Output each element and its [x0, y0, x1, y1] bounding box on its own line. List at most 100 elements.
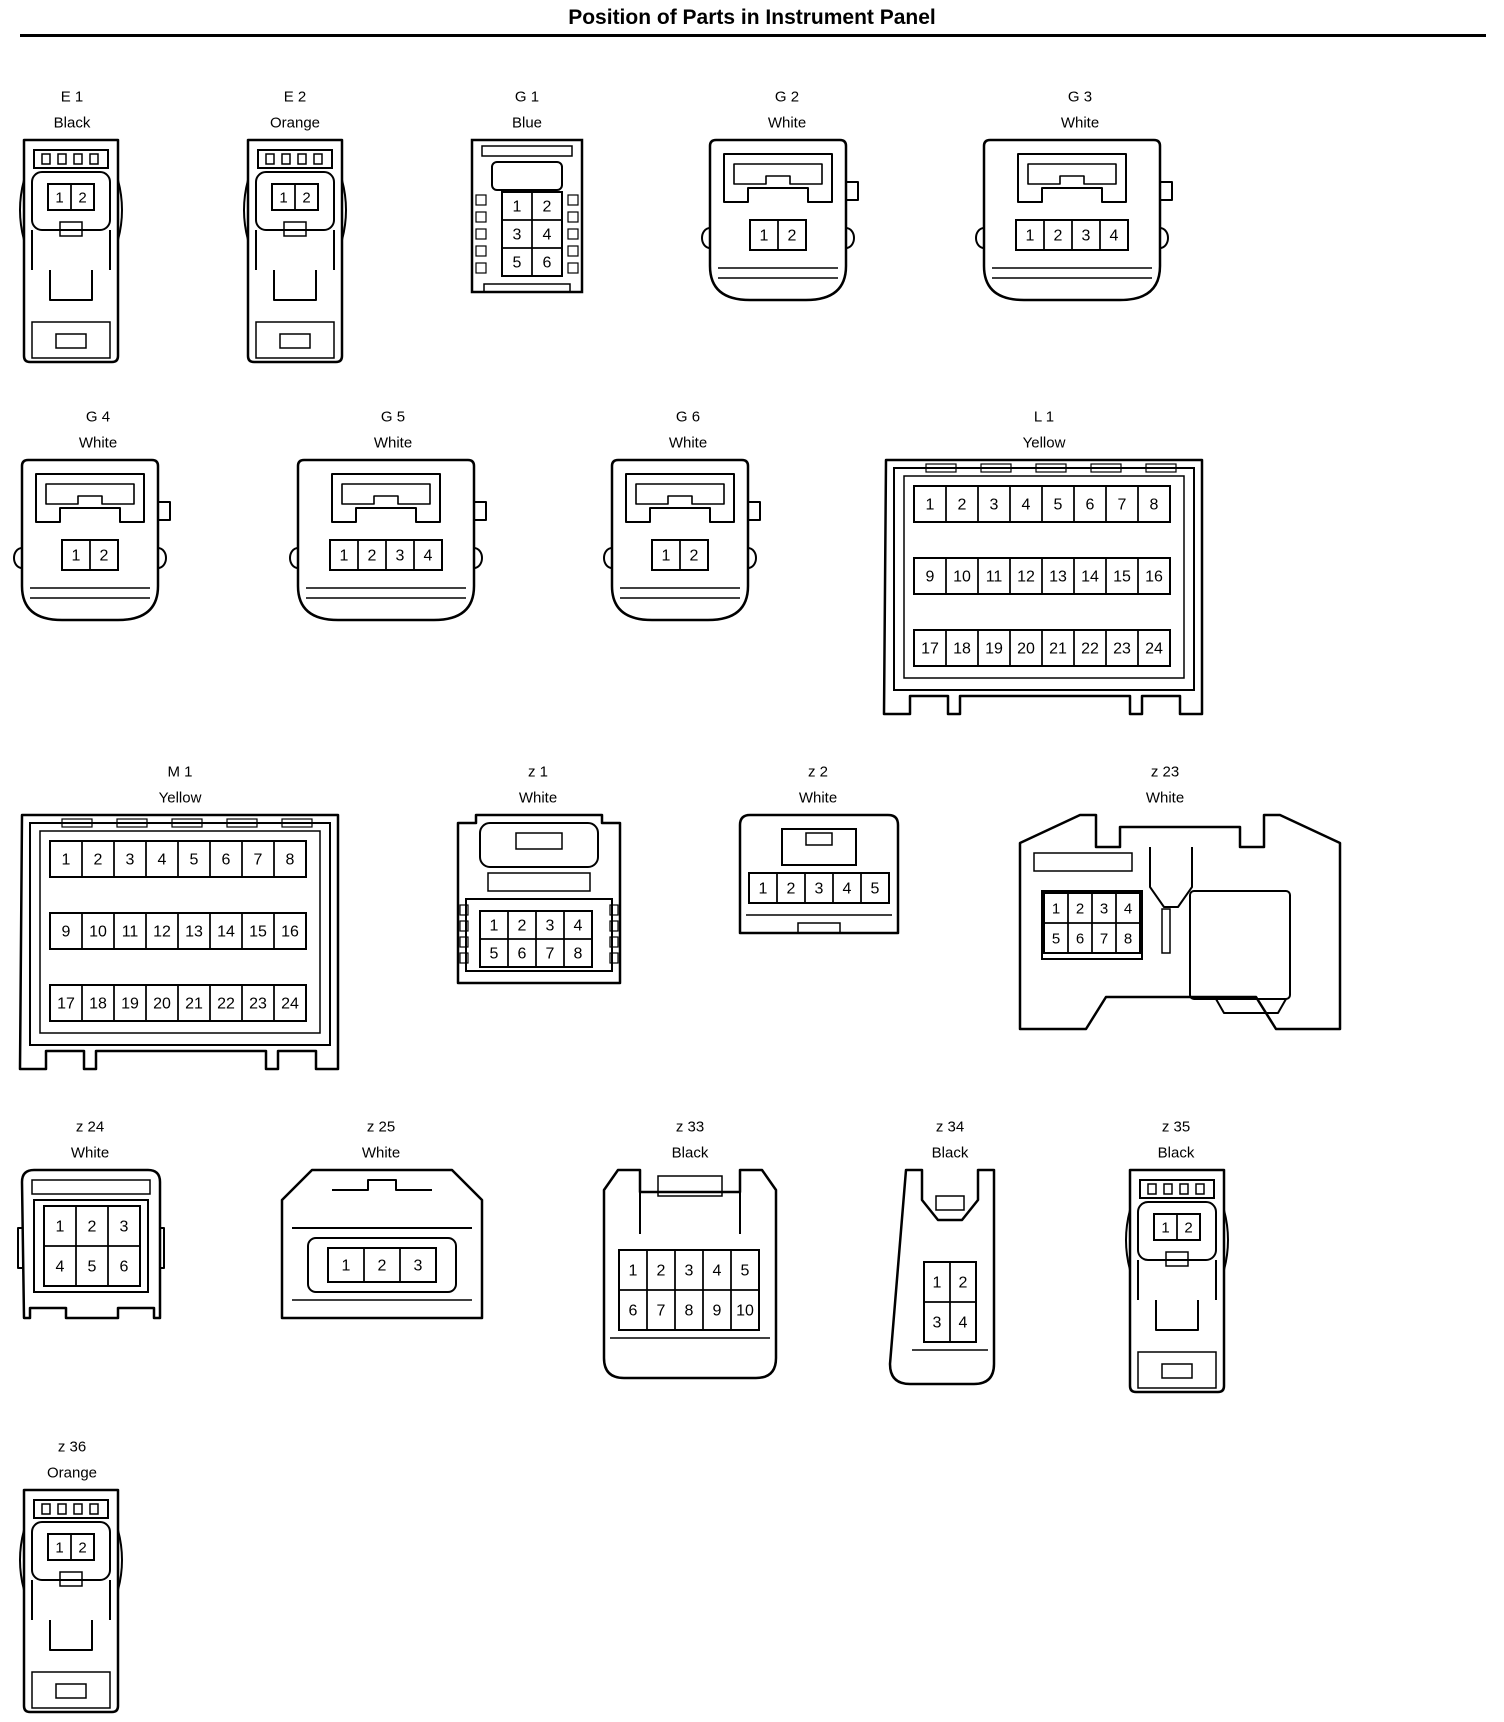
outline [609, 920, 619, 932]
pin-number: 2 [518, 918, 527, 935]
pin-number: 7 [254, 852, 263, 869]
outline [255, 171, 335, 231]
outline [491, 161, 563, 191]
outline [567, 262, 579, 274]
pin-number: 4 [959, 1315, 968, 1332]
pin-number: 2 [958, 497, 967, 514]
outline [845, 227, 855, 249]
connector-code: z 23 [1151, 764, 1179, 781]
connector-color: White [1061, 115, 1099, 132]
outline [805, 832, 833, 846]
pin-number: 10 [736, 1303, 754, 1320]
pin-number: 4 [843, 881, 852, 898]
pin-cell [70, 1533, 95, 1561]
pin-cell [1137, 629, 1171, 667]
pin-number: 18 [953, 641, 971, 658]
outline [1163, 1183, 1173, 1195]
outline [18, 813, 340, 1071]
outline [1035, 463, 1067, 473]
outline [456, 813, 622, 985]
pin-number: 1 [62, 852, 71, 869]
pin-cell [949, 1301, 977, 1343]
pin-number: 5 [1054, 497, 1063, 514]
pin-number: 2 [302, 190, 310, 207]
pin-number: 5 [741, 1263, 750, 1280]
pin-cell [273, 912, 307, 950]
connector-code: z 35 [1162, 1119, 1190, 1136]
outline [1137, 1201, 1217, 1261]
pin-number: 1 [1052, 901, 1060, 918]
pin-cell [531, 247, 563, 277]
outline [475, 228, 487, 240]
pin-number: 9 [62, 924, 71, 941]
pin-number: 8 [286, 852, 295, 869]
outline [1161, 908, 1171, 954]
outline [1041, 890, 1143, 960]
pin-number: 7 [1118, 497, 1127, 514]
connector-code: G 5 [381, 409, 405, 426]
outline [1189, 890, 1291, 1000]
pin-number: 3 [685, 1263, 694, 1280]
outline [459, 936, 469, 948]
outline [59, 1571, 83, 1587]
outline [1137, 1260, 1217, 1300]
connector-color: Black [932, 1145, 969, 1162]
pin-cell [730, 1289, 760, 1331]
pin-cell [1137, 485, 1171, 523]
outline [55, 1683, 87, 1699]
pin-number: 17 [921, 641, 939, 658]
pin-cell [860, 872, 890, 904]
outline [33, 1499, 109, 1519]
connector-code: G 3 [1068, 89, 1092, 106]
outline [846, 181, 859, 201]
pin-number: 3 [546, 918, 555, 935]
connector-code: G 6 [676, 409, 700, 426]
outline [1165, 1251, 1189, 1267]
pin-cell [294, 183, 319, 211]
outline [281, 153, 291, 165]
outline [980, 463, 1012, 473]
outline [20, 458, 160, 622]
outline [1017, 153, 1127, 203]
pin-number: 6 [120, 1259, 129, 1276]
connector-color: White [79, 435, 117, 452]
outline [1027, 163, 1117, 185]
outline [602, 1168, 778, 1380]
pin-number: 21 [185, 996, 203, 1013]
connector-code: L 1 [1034, 409, 1054, 426]
pin-cell [273, 984, 307, 1022]
pin-number: 8 [685, 1303, 694, 1320]
pin-number: 2 [1054, 228, 1063, 245]
pin-number: 19 [985, 641, 1003, 658]
pin-number: 2 [787, 881, 796, 898]
outline [982, 138, 1162, 302]
pin-number: 4 [158, 852, 167, 869]
pin-number: 1 [340, 548, 349, 565]
pin-number: 10 [953, 569, 971, 586]
outline [29, 822, 331, 1046]
outline [473, 547, 483, 569]
outline [797, 922, 841, 934]
outline [888, 1168, 996, 1386]
pin-number: 2 [1076, 901, 1084, 918]
outline [297, 153, 307, 165]
outline [171, 818, 203, 828]
outline [487, 872, 591, 892]
pin-number: 8 [1150, 497, 1159, 514]
outline [609, 936, 619, 948]
pin-number: 3 [1082, 228, 1091, 245]
pin-number: 6 [629, 1303, 638, 1320]
pin-number: 2 [690, 548, 699, 565]
outline [19, 179, 25, 241]
